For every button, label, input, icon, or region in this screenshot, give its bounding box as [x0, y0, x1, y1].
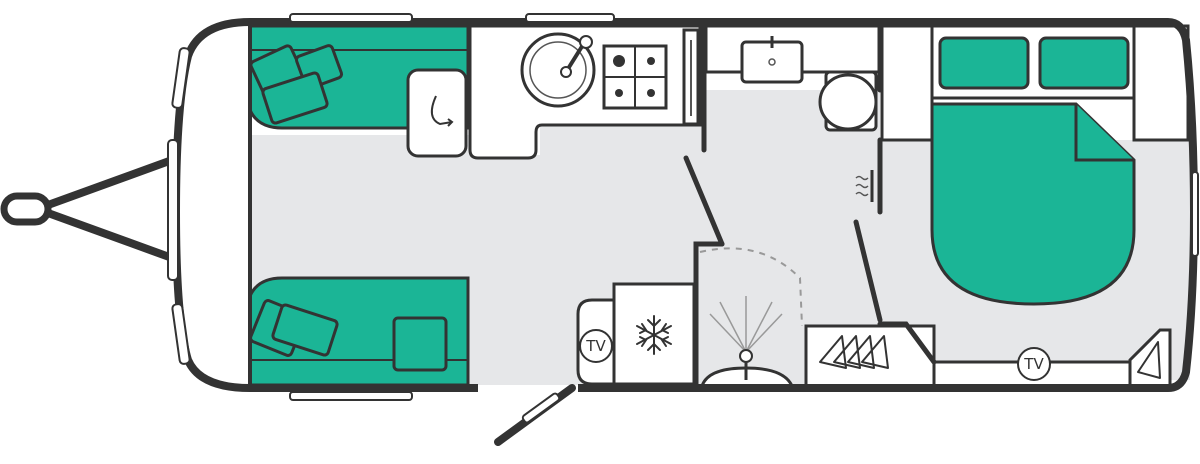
toilet [818, 70, 878, 132]
window-bottom-1 [289, 391, 413, 401]
window-top-1 [289, 13, 413, 23]
tv-point-label: TV [1023, 355, 1044, 373]
window-rear [1191, 171, 1199, 257]
fridge [612, 282, 696, 386]
partition-walls [683, 23, 937, 389]
window-front-1 [171, 47, 191, 109]
pillow-right [1038, 36, 1130, 90]
pillow-left [938, 36, 1030, 90]
cooker-rotate-icon [430, 95, 453, 126]
snowflake-icon [636, 315, 672, 355]
hanger-icons [819, 335, 889, 369]
shower [696, 247, 806, 388]
window-front-2 [167, 139, 179, 281]
hob [602, 44, 668, 110]
kitchen-base [406, 68, 468, 158]
tow-hitch [0, 156, 176, 262]
entrance-door [494, 384, 576, 446]
washroom [704, 24, 882, 202]
heated-towel-rail-icon [855, 170, 874, 202]
bedside-left [880, 24, 934, 142]
window-front-3 [171, 303, 191, 365]
washbasin [740, 36, 804, 84]
hanger-icon [1137, 341, 1161, 379]
shower-head-icon [709, 296, 783, 353]
windows [167, 13, 1199, 401]
cushion-group [249, 44, 448, 372]
bedroom-tv-unit: TV [932, 347, 1132, 388]
tv-unit: TV [576, 298, 616, 386]
bed-turndown [1074, 104, 1134, 162]
window-top-2 [525, 13, 615, 23]
bedroom [880, 24, 1190, 306]
tv-point-label: TV [585, 337, 606, 355]
shower-screen [699, 247, 803, 327]
bedside-right [1132, 24, 1190, 142]
kitchen [406, 24, 702, 160]
kitchen-sink [520, 32, 596, 108]
